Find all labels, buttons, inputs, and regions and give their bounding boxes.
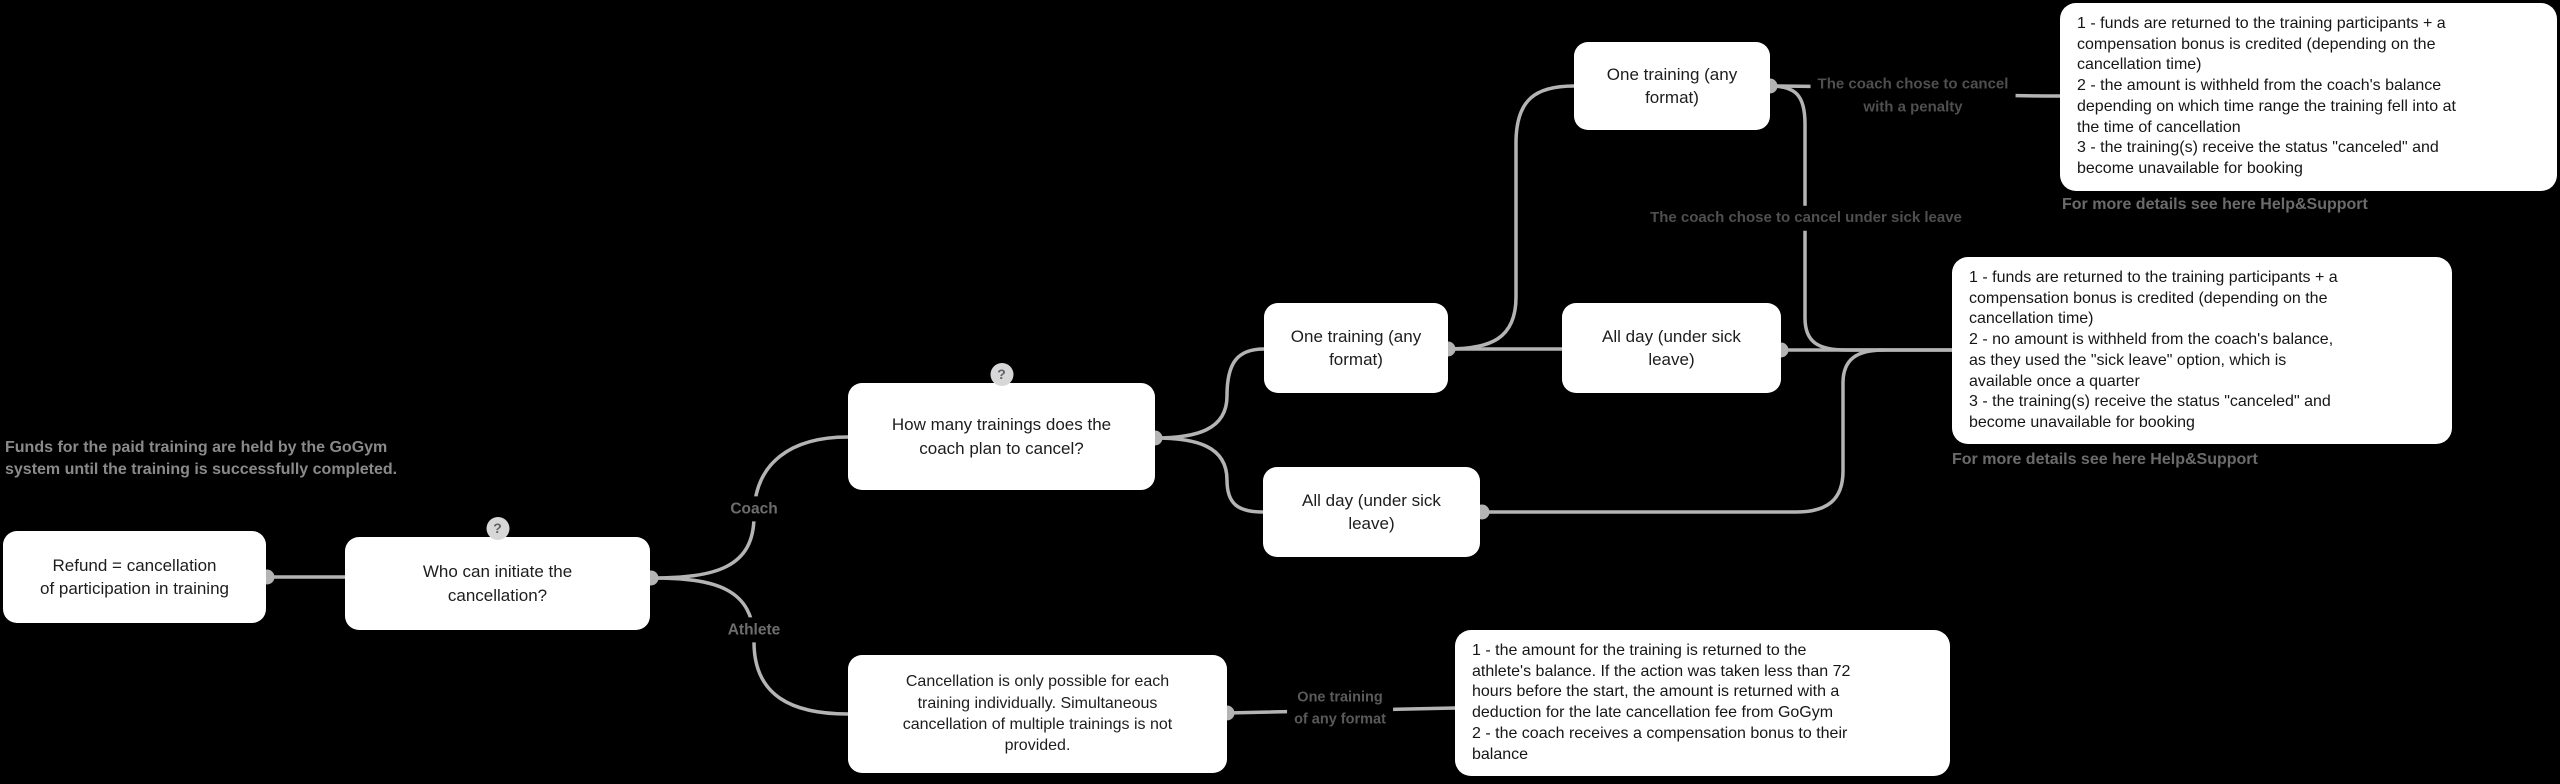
- node-label: Cancellation is only possible for each t…: [902, 673, 1173, 755]
- intro-note[interactable]: Funds for the paid training are held by …: [5, 439, 398, 479]
- edge-one-training-mid-to-top: [1446, 84, 1576, 351]
- edge-howmany-to-one-training-mid: [1153, 347, 1266, 440]
- outcome-item: 1 - the amount for the training is retur…: [1472, 642, 1851, 722]
- node-label: Refund = cancellation of participation i…: [39, 555, 229, 598]
- node-all-day-bottom[interactable]: All day (under sick leave): [1263, 467, 1480, 557]
- outcome-item: 3 - the training(s) receive the status "…: [1969, 393, 2331, 431]
- edge-label-athlete[interactable]: Athlete: [720, 617, 788, 643]
- node-label: One training (any format): [1290, 326, 1422, 369]
- node-how-many-trainings[interactable]: ? How many trainings does the coach plan…: [848, 363, 1155, 490]
- edge-howmany-to-all-day-bottom: [1153, 436, 1265, 514]
- node-label: All day (under sick leave): [1602, 326, 1741, 369]
- outcome-penalty-block[interactable]: 1 - funds are returned to the training p…: [2060, 3, 2557, 191]
- edge-label-cancel-with-penalty[interactable]: The coach chose to cancel with a penalty: [1810, 72, 2016, 120]
- outcome-item: 1 - funds are returned to the training p…: [2077, 15, 2446, 74]
- edge-label-coach[interactable]: Coach: [723, 496, 785, 522]
- node-refund[interactable]: Refund = cancellation of participation i…: [3, 531, 266, 623]
- edge-label-cancel-under-sick-leave[interactable]: The coach chose to cancel under sick lea…: [1643, 205, 1969, 231]
- node-label: All day (under sick leave): [1302, 490, 1441, 533]
- node-label: One training (any format): [1606, 64, 1738, 107]
- node-all-day-mid[interactable]: All day (under sick leave): [1562, 303, 1781, 393]
- outcome-athlete-block[interactable]: 1 - the amount for the training is retur…: [1455, 630, 1950, 776]
- edge-all-day-bottom-to-outcome2: [1480, 348, 1886, 514]
- outcome-sick-leave-block[interactable]: 1 - funds are returned to the training p…: [1952, 257, 2452, 444]
- node-one-training-mid[interactable]: One training (any format): [1264, 303, 1448, 393]
- edge-who-to-athlete-rule: [649, 576, 850, 716]
- outcome-item: 2 - no amount is withheld from the coach…: [1969, 331, 2334, 390]
- outcome-item: 2 - the amount is withheld from the coac…: [2077, 77, 2456, 136]
- question-badge[interactable]: ?: [486, 517, 509, 540]
- caption-help-support-sick-leave[interactable]: For more details see here Help&Support: [1952, 451, 2258, 468]
- outcome-item: 1 - funds are returned to the training p…: [1969, 269, 2338, 328]
- edge-label-one-training-any-format[interactable]: One training of any format: [1287, 686, 1393, 732]
- outcome-item: 3 - the training(s) receive the status "…: [2077, 139, 2439, 177]
- node-who-initiates[interactable]: ? Who can initiate the cancellation?: [345, 517, 650, 630]
- node-label: Who can initiate the cancellation?: [422, 562, 573, 605]
- node-athlete-rule[interactable]: Cancellation is only possible for each t…: [848, 655, 1227, 773]
- outcome-item: 2 - the coach receives a compensation bo…: [1472, 724, 1848, 763]
- node-label: How many trainings does the coach plan t…: [891, 415, 1112, 458]
- node-one-training-top[interactable]: One training (any format): [1574, 42, 1770, 130]
- question-badge[interactable]: ?: [990, 363, 1013, 386]
- caption-help-support-penalty[interactable]: For more details see here Help&Support: [2062, 196, 2368, 213]
